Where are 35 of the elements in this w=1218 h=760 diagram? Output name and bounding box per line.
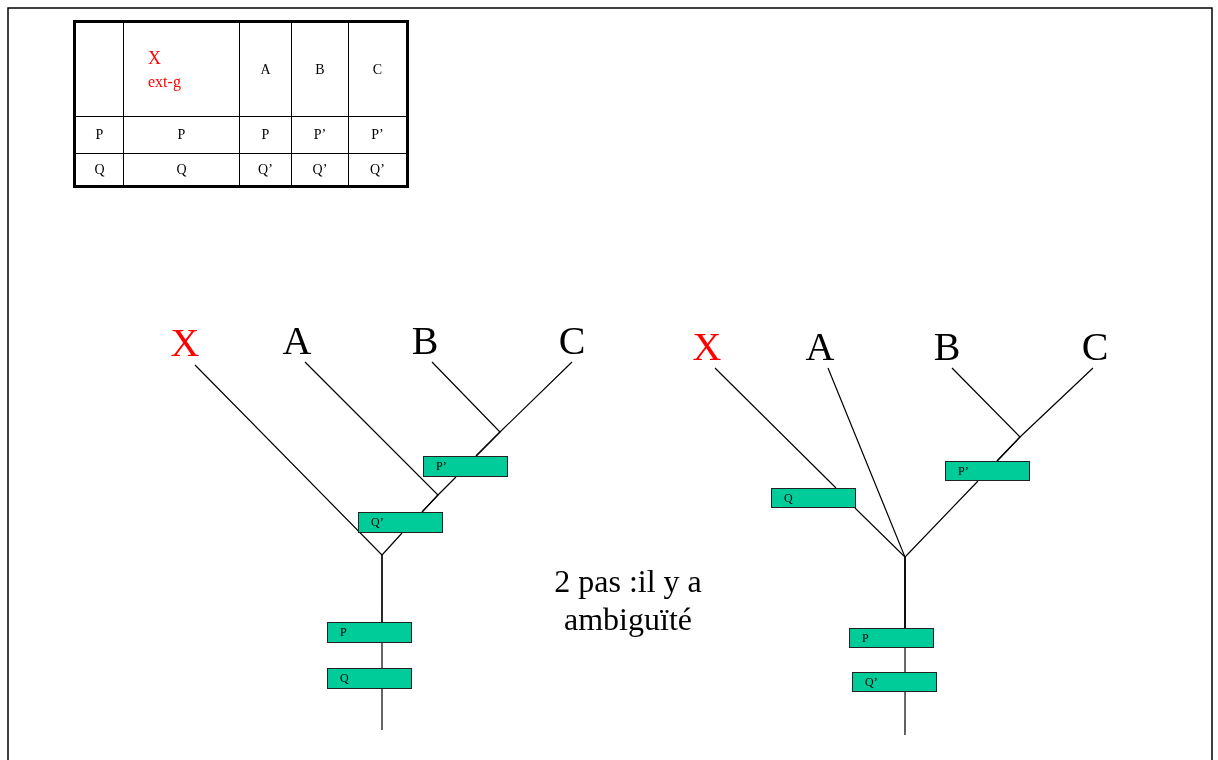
tree-branch-line: [904, 480, 979, 629]
table-cell: P: [239, 116, 292, 154]
tree-branch-line: [904, 691, 906, 736]
table-cell: B: [291, 21, 349, 117]
header-text: ext-g: [148, 73, 182, 91]
tree-branch-line: [381, 688, 383, 731]
tree-branch-line: [421, 476, 457, 513]
character-state-box: P’: [945, 461, 1030, 481]
character-state-box: Q: [771, 488, 856, 508]
character-state-box: P: [327, 622, 412, 643]
table-cell: P’: [291, 116, 349, 154]
character-state-box: Q’: [852, 672, 937, 692]
note-text: 2 pas :il y a ambiguïté: [553, 562, 703, 638]
tree-branch-line: [904, 647, 906, 673]
table-cell: P: [123, 116, 240, 154]
tree-branch-line: [714, 367, 837, 489]
taxon-label: B: [922, 326, 972, 368]
tree-branch-line: [381, 532, 403, 623]
taxon-label: X: [160, 322, 210, 365]
character-state-box: Q: [327, 668, 412, 689]
tree-branch-line: [381, 642, 383, 669]
header-text: X: [148, 48, 162, 69]
table-cell: A: [239, 21, 292, 117]
taxon-label: X: [682, 326, 732, 368]
character-state-box: P: [849, 628, 934, 648]
taxon-label: C: [547, 320, 597, 362]
table-cell: P: [74, 116, 124, 154]
character-state-box: P’: [423, 456, 508, 477]
taxon-label: A: [272, 320, 322, 362]
tree-branch-line: [475, 361, 573, 457]
taxon-label: B: [400, 320, 450, 362]
character-state-box: Q’: [358, 512, 443, 533]
tree-branch-line: [996, 367, 1094, 462]
taxon-label: A: [795, 326, 845, 368]
taxon-label: C: [1070, 326, 1120, 368]
